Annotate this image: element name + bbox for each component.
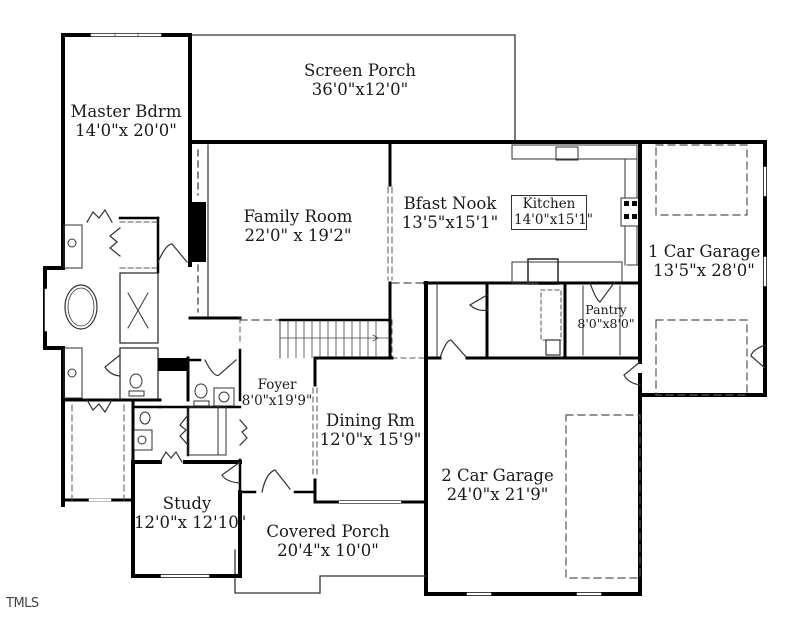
room-name: Master Bdrm xyxy=(70,102,182,121)
room-name: 1 Car Garage xyxy=(648,242,761,261)
room-name: Study xyxy=(162,494,212,513)
room-dimensions: 13'5"x 28'0" xyxy=(653,260,755,280)
room-name: Family Room xyxy=(243,207,353,226)
garage-door-outline xyxy=(565,414,641,579)
room-dimensions: 12'0"x 15'9" xyxy=(319,429,422,449)
kitchen-fixtures xyxy=(511,144,641,285)
room-name: Covered Porch xyxy=(266,522,390,541)
room-dimensions: 13'5"x15'1" xyxy=(401,212,499,232)
room-label-pantry: Pantry 8'0"x8'0" xyxy=(573,302,639,332)
room-name: Foyer xyxy=(257,377,297,393)
room-label-dining-rm: Dining Rm 12'0"x 15'9" xyxy=(318,411,423,450)
room-name: 2 Car Garage xyxy=(441,466,554,485)
car-outline xyxy=(655,144,748,216)
fireplace xyxy=(190,202,206,262)
room-label-screen-porch: Screen Porch 36'0"x12'0" xyxy=(270,61,450,100)
room-dimensions: 24'0"x 21'9" xyxy=(446,484,549,504)
room-name: Kitchen xyxy=(522,196,576,212)
covered-porch-outline xyxy=(234,549,427,594)
room-dimensions: 14'0"x 20'0" xyxy=(75,120,177,140)
master-closet xyxy=(61,398,135,502)
room-name: Pantry xyxy=(585,302,627,317)
room-name: Screen Porch xyxy=(304,61,416,80)
room-name: Dining Rm xyxy=(326,411,415,430)
room-label-two-car-garage: 2 Car Garage 24'0"x 21'9" xyxy=(440,466,555,505)
screen-porch-outline xyxy=(189,34,516,143)
room-dimensions: 12'0"x 12'10" xyxy=(134,512,247,532)
car-outline xyxy=(655,319,748,396)
room-dimensions: 20'4"x 10'0" xyxy=(277,540,379,560)
room-label-foyer: Foyer 8'0"x19'9" xyxy=(241,377,313,409)
room-label-kitchen: Kitchen 14'0"x15'1" xyxy=(511,195,593,231)
mls-watermark: TMLS xyxy=(6,596,39,611)
room-label-master-bdrm: Master Bdrm 14'0"x 20'0" xyxy=(66,102,186,141)
pantry-walls xyxy=(424,281,642,360)
family-room-west-wall xyxy=(197,144,209,319)
room-dimensions: 14'0"x15'1" xyxy=(514,211,593,228)
master-bath xyxy=(43,208,188,507)
room-label-one-car-garage: 1 Car Garage 13'5"x 28'0" xyxy=(648,242,761,281)
room-dimensions: 36'0"x12'0" xyxy=(311,79,409,99)
powder-room xyxy=(131,356,248,457)
room-label-family-room: Family Room 22'0" x 19'2" xyxy=(228,207,368,246)
room-name: Bfast Nook xyxy=(403,194,497,213)
room-label-study: Study 12'0"x 12'10" xyxy=(134,494,247,533)
foyer-walls xyxy=(238,317,317,494)
room-dimensions: 8'0"x19'9" xyxy=(241,392,313,409)
room-dimensions: 22'0" x 19'2" xyxy=(244,225,352,245)
study-door xyxy=(221,461,241,484)
room-dimensions: 8'0"x8'0" xyxy=(577,316,635,332)
window xyxy=(91,32,161,38)
room-label-bfast-nook: Bfast Nook 13'5"x15'1" xyxy=(395,194,505,233)
garage-side-door xyxy=(623,361,641,386)
room-label-covered-porch: Covered Porch 20'4"x 10'0" xyxy=(262,522,394,561)
staircase xyxy=(239,318,426,359)
